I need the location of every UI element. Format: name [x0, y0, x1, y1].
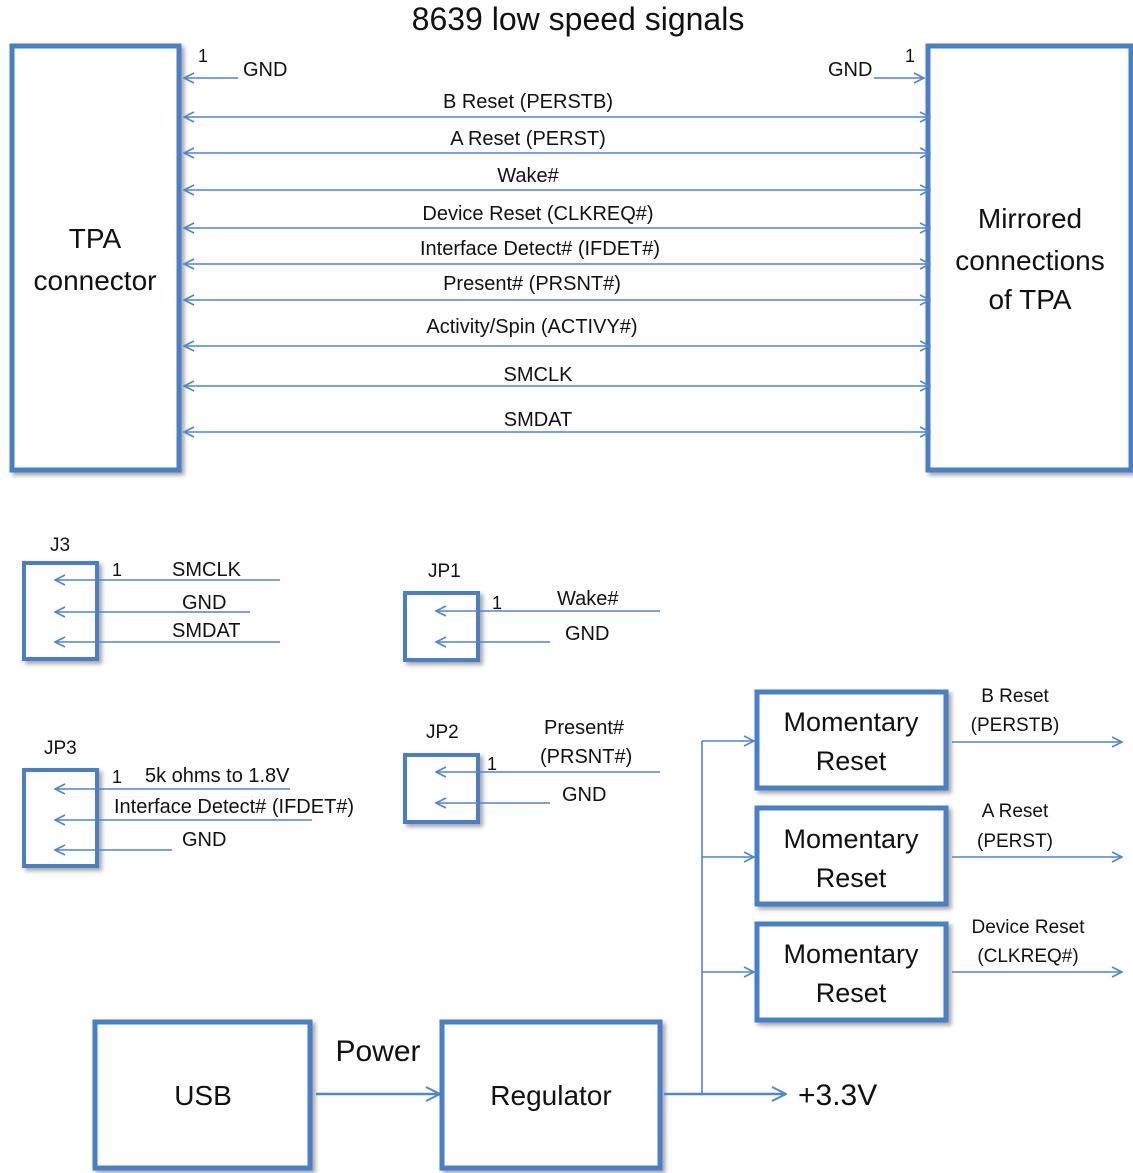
jp2-label: JP2 — [426, 722, 459, 743]
reset-output-label-line2: (PERST) — [977, 831, 1053, 852]
reset-output-label-line1: B Reset — [981, 686, 1049, 707]
signal-label: Activity/Spin (ACTIVY#) — [426, 316, 637, 338]
reset-box-label-line1: Momentary — [783, 824, 919, 854]
jp1-pin1: 1 — [492, 593, 502, 613]
mirrored-label-line1: Mirrored — [978, 203, 1082, 234]
power-section: USB Power Regulator +3.3V — [92, 741, 877, 1171]
output-voltage-label: +3.3V — [798, 1079, 877, 1112]
reset-output-label-line2: (CLKREQ#) — [977, 946, 1078, 967]
j3-line-smclk: SMCLK — [172, 559, 242, 581]
signal-label: A Reset (PERST) — [450, 128, 606, 150]
tpa-left-gnd-label: GND — [243, 59, 287, 81]
tpa-right-pin1: 1 — [905, 46, 915, 66]
jp2-line-present: Present# — [544, 717, 625, 739]
jp2-line-prsnt: (PRSNT#) — [540, 746, 632, 768]
signal-label: SMDAT — [504, 409, 573, 431]
reset-output-label-line2: (PERSTB) — [971, 715, 1060, 736]
signal-row: Wake# — [184, 165, 930, 190]
jp3-pin1: 1 — [112, 767, 122, 787]
reset-box-label-line2: Reset — [816, 978, 887, 1008]
mirrored-connections-block: Mirrored connections of TPA — [925, 43, 1133, 473]
signal-row: Interface Detect# (IFDET#) — [184, 238, 930, 264]
signal-label: Interface Detect# (IFDET#) — [420, 238, 660, 260]
tpa-gnd-connections: 1 GND 1 GND — [184, 46, 924, 81]
jp3-line-gnd: GND — [182, 829, 226, 851]
reset-block-b: Momentary Reset B Reset (PERSTB) — [754, 686, 1122, 791]
signal-label: Wake# — [497, 165, 559, 187]
power-label: Power — [335, 1035, 420, 1068]
tpa-connector-label-line1: TPA — [69, 223, 122, 254]
signal-label: B Reset (PERSTB) — [443, 91, 613, 113]
j3-label: J3 — [50, 535, 70, 556]
jp2-header: JP2 1 Present# (PRSNT#) GND — [403, 717, 660, 824]
tpa-right-gnd-label: GND — [828, 59, 872, 81]
signal-row: SMDAT — [184, 409, 930, 432]
j3-line-smdat: SMDAT — [172, 620, 241, 642]
signal-label: SMCLK — [504, 364, 574, 386]
signal-row: A Reset (PERST) — [184, 128, 930, 153]
mirrored-label-line2: connections — [955, 245, 1104, 276]
j3-pin1: 1 — [112, 560, 122, 580]
tpa-connector-label-line2: connector — [34, 265, 157, 296]
jp2-line-gnd: GND — [562, 784, 606, 806]
jp1-line-wake: Wake# — [557, 588, 619, 610]
jp1-header: JP1 1 Wake# GND — [403, 561, 660, 662]
reset-box-label-line2: Reset — [816, 746, 887, 776]
jp1-line-gnd: GND — [565, 623, 609, 645]
signal-row: Activity/Spin (ACTIVY#) — [184, 316, 930, 346]
reset-block-a: Momentary Reset A Reset (PERST) — [754, 801, 1122, 907]
signal-row: SMCLK — [184, 364, 930, 386]
mirrored-label-line3: of TPA — [988, 284, 1071, 315]
signal-row: Present# (PRSNT#) — [184, 273, 930, 300]
jp3-label: JP3 — [44, 738, 77, 759]
jp2-pin1: 1 — [487, 754, 497, 774]
signal-row: B Reset (PERSTB) — [184, 91, 930, 117]
reset-output-label-line1: A Reset — [982, 801, 1049, 822]
regulator-label: Regulator — [490, 1080, 611, 1111]
signal-row: Device Reset (CLKREQ#) — [184, 203, 930, 228]
usb-label: USB — [174, 1080, 232, 1111]
jp3-line-ifdet: Interface Detect# (IFDET#) — [114, 796, 354, 818]
tpa-left-pin1: 1 — [198, 46, 208, 66]
reset-box-label-line1: Momentary — [783, 939, 919, 969]
reset-block-device: Momentary Reset Device Reset (CLKREQ#) — [754, 917, 1122, 1023]
reset-box-label-line1: Momentary — [783, 707, 919, 737]
jp1-label: JP1 — [428, 561, 461, 582]
signal-label: Device Reset (CLKREQ#) — [422, 203, 653, 225]
diagram-title: 8639 low speed signals — [412, 1, 745, 37]
signal-label: Present# (PRSNT#) — [443, 273, 621, 295]
j3-line-gnd: GND — [182, 592, 226, 614]
tpa-signal-list: B Reset (PERSTB) A Reset (PERST) Wake# D… — [184, 91, 930, 432]
reset-output-label-line1: Device Reset — [972, 917, 1086, 938]
jp3-line-5k: 5k ohms to 1.8V — [145, 765, 290, 787]
j3-header: J3 1 SMCLK GND SMDAT — [22, 535, 280, 661]
jp3-header: JP3 1 5k ohms to 1.8V Interface Detect# … — [22, 738, 354, 868]
tpa-connector-block: TPA connector — [9, 43, 182, 473]
reset-box-label-line2: Reset — [816, 863, 887, 893]
